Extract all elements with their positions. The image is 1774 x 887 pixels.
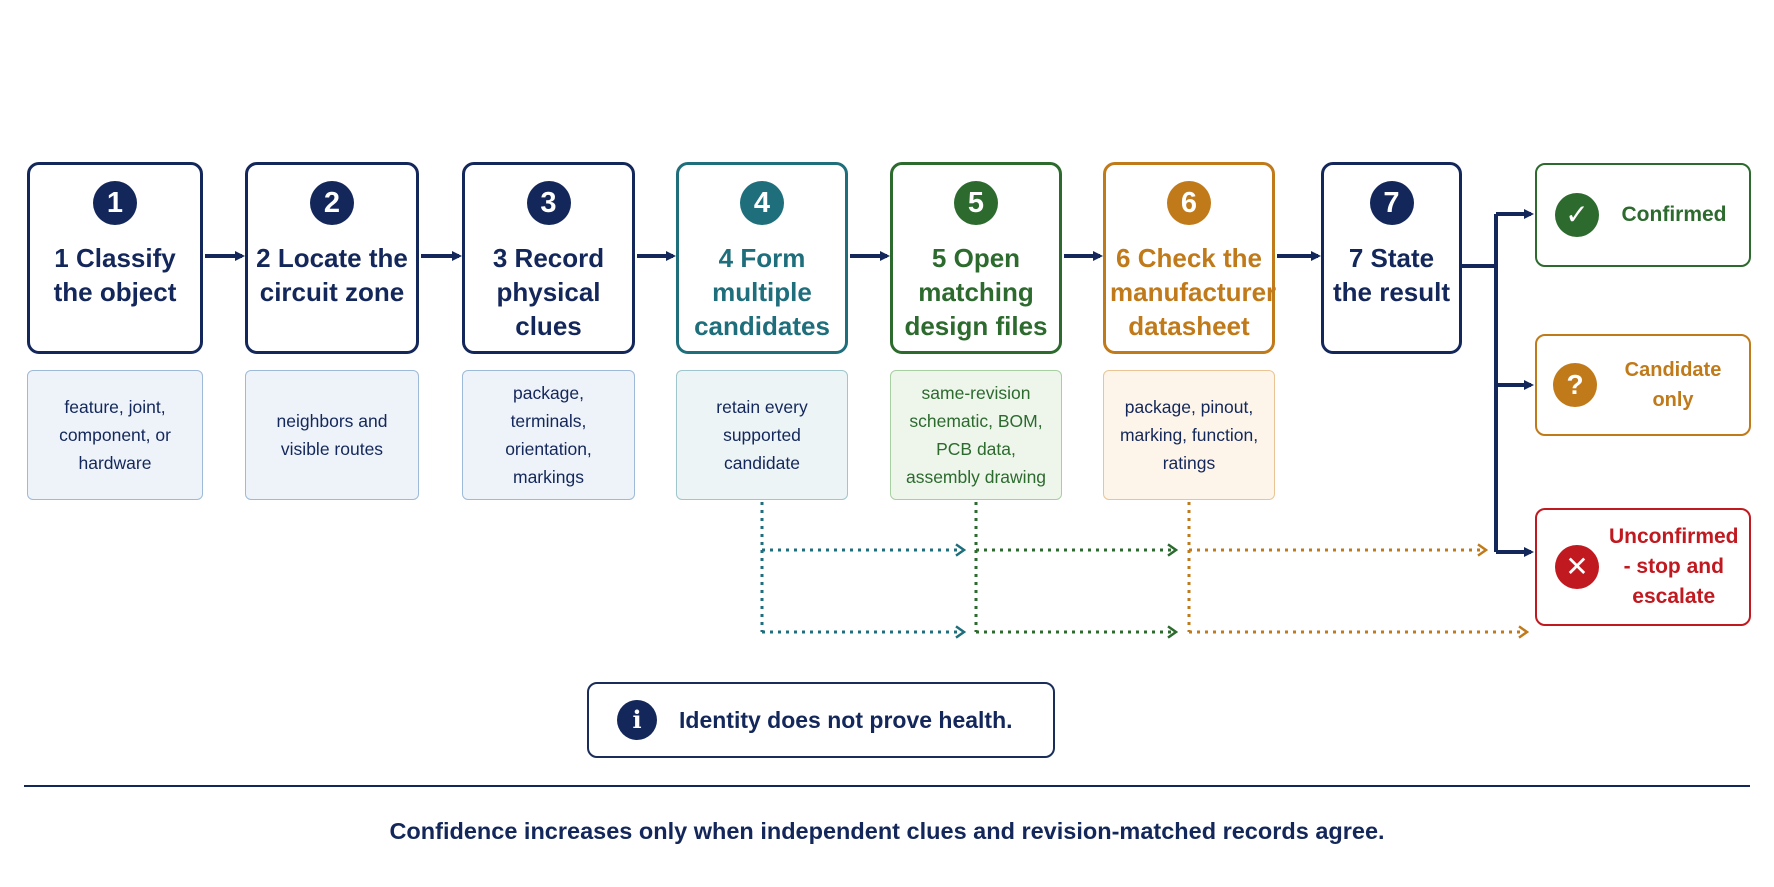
- step-4-note: retain every supported candidate: [676, 370, 848, 500]
- step-3-note: package, terminals, orientation, marking…: [462, 370, 635, 500]
- outcome-label: Confirmed: [1621, 203, 1727, 226]
- step-7-box: 7 7 State the result: [1321, 162, 1462, 354]
- dotted-arrowhead: [955, 625, 967, 639]
- outcome-candidate-box: ? Candidate only: [1535, 334, 1751, 436]
- dotted-arrowhead: [1167, 625, 1179, 639]
- step-4-box: 4 4 Form multiple candidates: [676, 162, 848, 354]
- step-title: 1 Classify the object: [53, 243, 177, 307]
- step-1-note: feature, joint, component, or hardware: [27, 370, 203, 500]
- outcome-confirmed-box: ✓ Confirmed: [1535, 163, 1751, 267]
- outcome-label: Unconfirmed - stop and escalate: [1609, 525, 1739, 608]
- info-callout: i Identity does not prove health.: [587, 682, 1055, 758]
- step-title: 5 Open matching design files: [904, 243, 1048, 341]
- step-5-note: same-revision schematic, BOM, PCB data, …: [890, 370, 1062, 500]
- footer-caption: Confidence increases only when independe…: [389, 818, 1385, 844]
- info-icon: i: [617, 700, 657, 740]
- check-icon: ✓: [1555, 193, 1599, 237]
- step-1-box: 1 1 Classify the object: [27, 162, 203, 354]
- dotted-arrowhead: [1518, 625, 1530, 639]
- step-number-badge: 2: [310, 181, 354, 225]
- step-title: 2 Locate the circuit zone: [256, 243, 408, 307]
- step-2-box: 2 2 Locate the circuit zone: [245, 162, 419, 354]
- x-icon: ✕: [1555, 545, 1599, 589]
- step-number-badge: 6: [1167, 181, 1211, 225]
- step-title: 3 Record physical clues: [492, 243, 605, 341]
- step-5-box: 5 5 Open matching design files: [890, 162, 1062, 354]
- step-title: 6 Check the manufacturer datasheet: [1110, 243, 1277, 341]
- footer-divider: [24, 785, 1750, 787]
- step-2-note: neighbors and visible routes: [245, 370, 419, 500]
- step-number-badge: 3: [526, 181, 571, 225]
- step-number-badge: 5: [954, 181, 998, 225]
- dotted-arrowhead: [1477, 543, 1489, 557]
- question-icon: ?: [1553, 363, 1597, 407]
- step-number-badge: 4: [740, 181, 784, 225]
- step-number-badge: 7: [1369, 181, 1414, 225]
- step-title: 4 Form multiple candidates: [694, 243, 830, 341]
- step-number-badge: 1: [93, 181, 137, 225]
- outcome-label: Candidate only: [1624, 359, 1722, 411]
- step-6-box: 6 6 Check the manufacturer datasheet: [1103, 162, 1277, 354]
- dotted-arrowhead: [955, 543, 967, 557]
- info-text: Identity does not prove health.: [679, 706, 1013, 733]
- outcome-unconfirmed-box: ✕Unconfirmed - stop and escalate: [1535, 508, 1751, 626]
- step-title: 7 State the result: [1332, 243, 1451, 307]
- step-6-note: package, pinout, marking, function, rati…: [1103, 370, 1275, 500]
- step-3-box: 3 3 Record physical clues: [462, 162, 635, 354]
- dotted-arrowhead: [1167, 543, 1179, 557]
